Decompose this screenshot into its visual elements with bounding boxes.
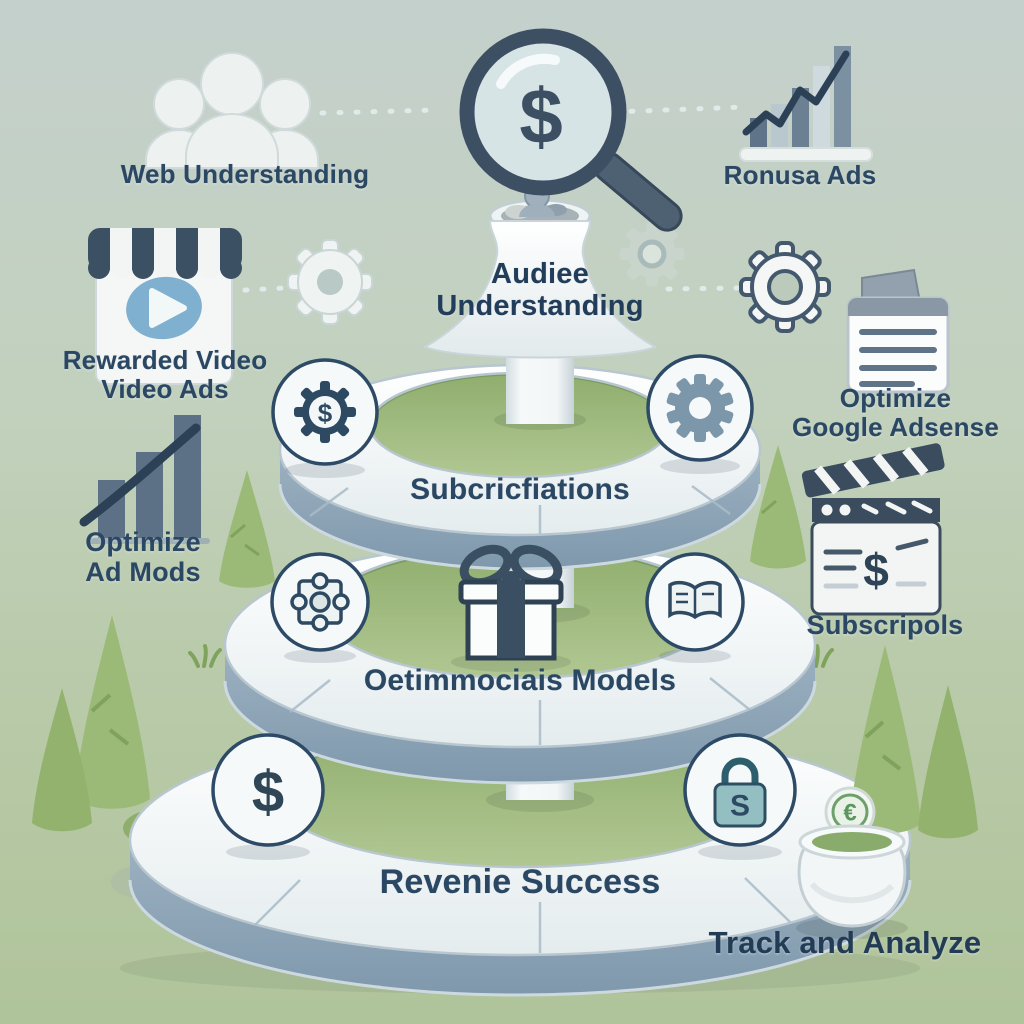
label-line: Optimize xyxy=(85,527,201,557)
gear-dollar-badge-icon: $ xyxy=(271,358,379,478)
label-optimize-ad-mods: Optimize Ad Mods xyxy=(28,527,258,587)
people-group-icon xyxy=(145,52,319,169)
dollar-glyph: $ xyxy=(318,398,333,428)
dollar-glyph: $ xyxy=(863,544,889,596)
euro-glyph: € xyxy=(843,800,856,827)
tree-icon xyxy=(219,470,275,588)
storefront-play-icon xyxy=(88,228,242,385)
tree-icon xyxy=(74,615,150,809)
gear-icon xyxy=(739,241,831,333)
label-tier-monetization-models: Oetimmociais Models xyxy=(363,664,677,697)
tree-icon xyxy=(849,645,921,834)
document-icon xyxy=(846,268,950,394)
tree-icon xyxy=(750,445,806,569)
open-book-badge-icon xyxy=(645,552,745,663)
tree-icon xyxy=(918,685,978,839)
label-tier-subscriptions: Subcricfiations xyxy=(410,473,630,506)
money-pot-icon: € xyxy=(796,786,908,939)
label-line: Optimize xyxy=(839,383,952,413)
label-tier-revenue-success: Revenie Success xyxy=(379,863,661,901)
label-web-understanding: Web Understanding xyxy=(120,159,370,189)
dollar-glyph: $ xyxy=(252,760,284,825)
label-track-and-analyze: Track and Analyze xyxy=(708,925,982,960)
clapperboard-dollar-icon: $ xyxy=(801,443,945,616)
dollar-badge-icon: $ xyxy=(211,733,325,860)
label-line: Google Adsense xyxy=(792,412,999,443)
label-ads: Ronusa Ads xyxy=(723,160,877,190)
foreground-trees xyxy=(849,645,978,839)
label-rewarded-video-ads: Rewarded Video Video Ads xyxy=(25,345,305,405)
label-optimize-google-adsense: Optimize Google Adsense xyxy=(768,383,1023,443)
magnifier-dollar-icon: $ xyxy=(459,28,683,232)
dashed-connector-lines xyxy=(225,104,747,294)
ghost-gear-icon xyxy=(619,221,685,287)
label-subscripols: Subscripols xyxy=(806,610,964,640)
label-line: Understanding xyxy=(436,290,644,323)
label-line: Video Ads xyxy=(101,374,229,405)
padlock-badge-icon: S xyxy=(683,733,797,860)
growth-bar-chart-icon xyxy=(739,46,873,162)
funnel-icon xyxy=(422,183,658,359)
gift-box-icon xyxy=(451,544,571,672)
play-button-icon xyxy=(126,276,202,340)
tier-1-ring xyxy=(278,363,762,571)
lock-glyph: S xyxy=(730,790,750,823)
gear-icon xyxy=(287,239,373,325)
grass-tuft xyxy=(188,644,222,668)
tree-icon xyxy=(32,688,92,832)
label-audience-understanding: Audiee Understanding xyxy=(390,258,690,323)
dollar-glyph: $ xyxy=(519,72,562,160)
bar-chart-trend-icon xyxy=(79,415,210,544)
label-line: Ad Mods xyxy=(85,557,201,588)
label-line: Rewarded Video xyxy=(62,345,268,375)
gear-badge-icon xyxy=(646,354,754,474)
label-line: Audiee xyxy=(491,258,589,290)
puzzle-badge-icon xyxy=(270,552,370,663)
